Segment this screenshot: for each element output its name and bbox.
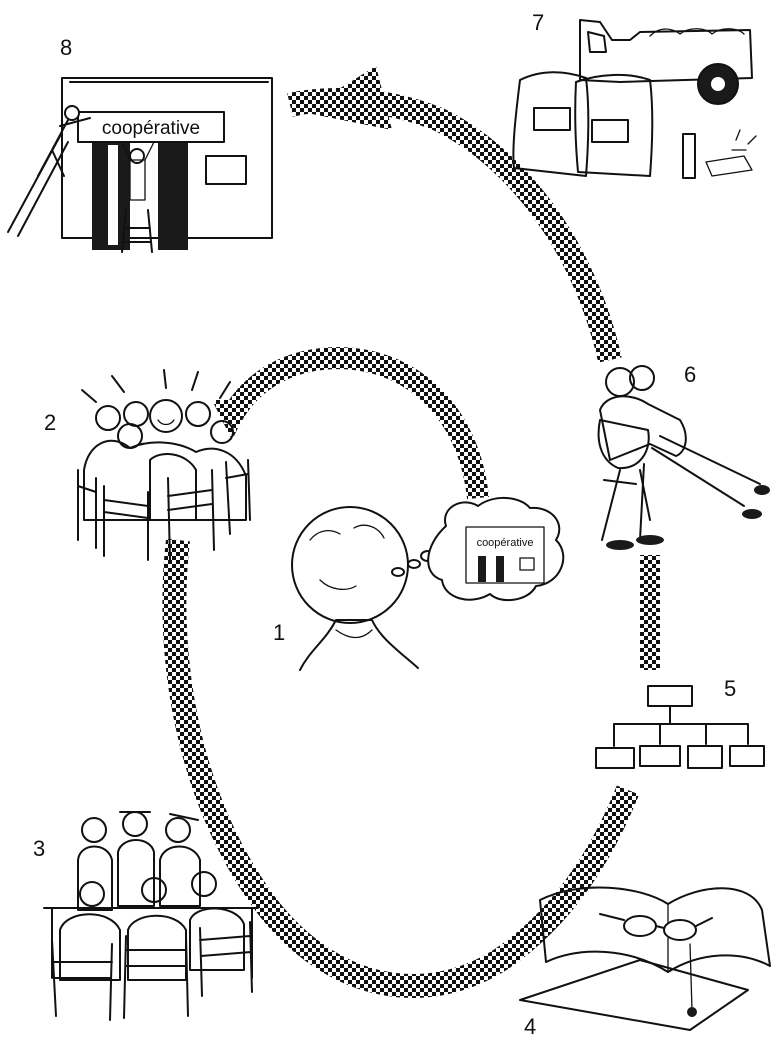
step-number-2: 2 [44, 410, 56, 435]
step-5-org-chart [595, 685, 765, 769]
step-6-walkers [597, 365, 770, 550]
step-number-7: 7 [532, 10, 544, 35]
step-8-building: coopérative [7, 77, 273, 253]
step-number-1: 1 [273, 620, 285, 645]
arrow-2-to-4 [162, 538, 640, 999]
arrowhead-to-2 [212, 400, 252, 440]
step-number-5: 5 [724, 676, 736, 701]
step-number-3: 3 [33, 836, 45, 861]
step-1-thinker: coopérative [291, 497, 565, 671]
building-sign-text: coopérative [102, 118, 200, 139]
thought-sign-text: coopérative [477, 537, 534, 549]
step-number-4: 4 [524, 1014, 536, 1039]
arrowhead-to-8 [302, 66, 392, 130]
arrow-1-to-2 [220, 346, 489, 500]
step-3-group-table [43, 811, 259, 1021]
cycle-arrows [162, 66, 660, 999]
step-2-meeting [77, 369, 251, 561]
arrow-6-to-8 [287, 88, 622, 363]
step-7-truck-sacks [512, 19, 757, 179]
step-number-6: 6 [684, 362, 696, 387]
step-number-8: 8 [60, 35, 72, 60]
step-4-book [519, 886, 771, 1031]
